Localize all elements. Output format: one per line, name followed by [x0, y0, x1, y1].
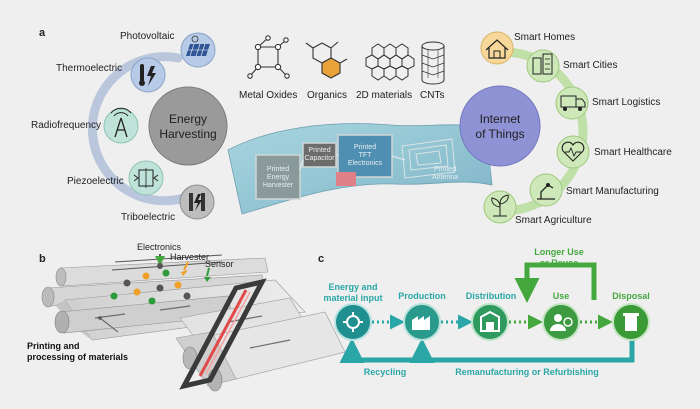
panel-label-b: b	[39, 253, 46, 265]
label-photovoltaic: Photovoltaic	[120, 31, 175, 42]
energy-hub-line-2: Harvesting	[159, 127, 217, 141]
label-smart-homes: Smart Homes	[514, 32, 576, 43]
label-radiofrequency: Radiofrequency	[31, 120, 102, 131]
printed-droplets	[110, 269, 191, 305]
energy-input-line-1: Energy and	[328, 282, 378, 292]
metal-oxides-icon	[247, 35, 290, 79]
label-smart-cities: Smart Cities	[563, 60, 618, 71]
print-head-sensor	[204, 267, 211, 282]
iot-title: Internet of Things	[460, 112, 540, 142]
cnt-icon	[421, 41, 445, 85]
thermoelectric-icon	[130, 57, 166, 93]
panel-label-c: c	[318, 253, 325, 265]
energy-hub	[148, 86, 228, 166]
smart-manufacturing-icon	[529, 173, 563, 207]
label-printed-capacitor: Printed Capacitor	[304, 147, 335, 163]
panel-label-a: a	[39, 27, 46, 39]
label-triboelectric: Triboelectric	[121, 212, 176, 223]
harvester-line-1: Printed	[266, 166, 290, 173]
label-smart-manufacturing: Smart Manufacturing	[566, 186, 659, 197]
reuse-line-2: or Reuse	[539, 258, 579, 268]
label-printed-antenna: Printed Antenna	[428, 166, 462, 182]
photovoltaic-icon	[180, 32, 216, 68]
label-electronics: Electronics	[137, 242, 182, 252]
smart-cities-icon	[526, 49, 560, 83]
capacitor-line-2: Capacitor	[304, 155, 335, 162]
label-printing-processing: Printing and processing of materials	[27, 341, 128, 363]
printing-pointer-arrow	[98, 316, 119, 333]
printing-line-2: processing of materials	[27, 352, 129, 362]
label-printed-tft: Printed TFT Electronics	[340, 144, 390, 168]
print-head-electronics	[155, 254, 165, 269]
sensor-line-2: Sensor	[339, 196, 363, 203]
stage-distribution-icon	[471, 303, 509, 341]
organics-icon	[305, 41, 348, 79]
tft-line-1: Printed	[353, 144, 377, 151]
label-printed-sensor: Printed Sensor	[335, 188, 367, 204]
label-metal-oxides: Metal Oxides	[239, 90, 298, 101]
label-2d-materials: 2D materials	[356, 90, 413, 101]
reuse-line-1: Longer Use	[534, 247, 584, 257]
label-stage-disposal: Disposal	[612, 291, 650, 301]
stage-production-icon	[403, 303, 441, 341]
label-printed-harvester: Printed Energy Harvester	[258, 166, 298, 190]
smart-healthcare-icon	[556, 135, 590, 169]
label-longer-use-reuse: Longer Use or Reuse	[527, 247, 591, 269]
label-thermoelectric: Thermoelectric	[56, 63, 123, 74]
energy-harvesting-title: Energy Harvesting	[150, 112, 226, 142]
2d-materials-icon	[365, 43, 415, 81]
printing-line-1: Printing and	[27, 341, 80, 351]
label-organics: Organics	[307, 90, 348, 101]
tft-line-3: Electronics	[347, 160, 383, 167]
stage-energy-input-icon	[334, 303, 372, 341]
label-smart-agriculture: Smart Agriculture	[515, 215, 592, 226]
label-piezoelectric: Piezoelectric	[67, 176, 124, 187]
label-stage-distribution: Distribution	[465, 291, 517, 301]
lifecycle-arrows	[339, 262, 635, 363]
sensor-line-1: Printed	[339, 188, 363, 195]
iot-hub-line-2: of Things	[475, 127, 525, 141]
antenna-line-2: Antenna	[431, 174, 459, 181]
label-sensor: Sensor	[205, 259, 234, 269]
printed-flexible-sheet	[227, 123, 493, 215]
label-stage-use: Use	[552, 291, 570, 301]
triboelectric-icon	[179, 184, 215, 220]
harvester-line-3: Harvester	[262, 182, 294, 189]
label-recycling: Recycling	[363, 367, 407, 377]
iot-hub-line-1: Internet	[479, 112, 521, 126]
smart-logistics-icon	[555, 86, 589, 120]
harvester-line-2: Energy	[266, 174, 290, 181]
energy-hub-line-1: Energy	[168, 112, 208, 126]
piezoelectric-icon	[128, 160, 164, 196]
radiofrequency-icon	[103, 107, 139, 144]
smart-agriculture-icon	[483, 190, 517, 224]
smart-homes-icon	[480, 31, 514, 65]
stage-use-icon	[542, 303, 580, 341]
tft-line-2: TFT	[358, 152, 372, 159]
energy-input-line-2: material input	[323, 293, 383, 303]
label-stage-energy-input: Energy and material input	[320, 282, 386, 304]
stage-disposal-icon	[612, 303, 650, 341]
iot-hub	[459, 85, 541, 167]
label-smart-logistics: Smart Logistics	[592, 97, 661, 108]
print-head-harvester	[181, 261, 189, 276]
antenna-line-1: Printed	[433, 166, 457, 173]
roll-to-roll-printer	[41, 254, 346, 392]
label-stage-production: Production	[398, 291, 446, 301]
label-smart-healthcare: Smart Healthcare	[594, 147, 672, 158]
label-harvester: Harvester	[170, 252, 210, 262]
capacitor-line-1: Printed	[308, 147, 331, 154]
label-cnts: CNTs	[420, 90, 445, 101]
label-remanufacturing: Remanufacturing or Refurbishing	[455, 367, 599, 377]
